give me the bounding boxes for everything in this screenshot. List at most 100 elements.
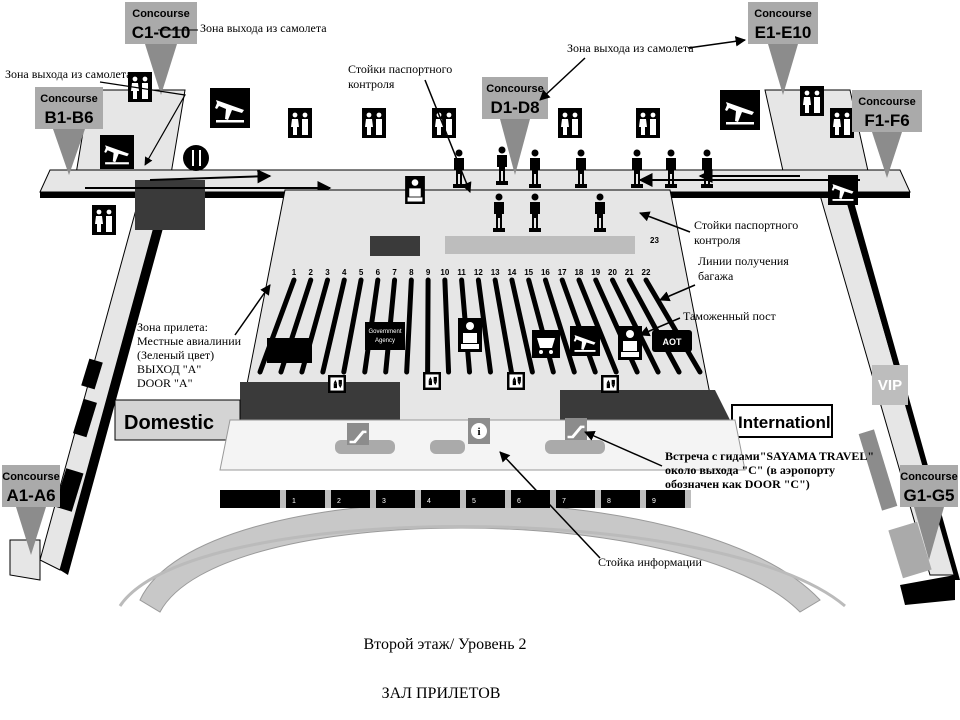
airplane-arrival-icon xyxy=(720,90,760,130)
concourse-b-label: B1-B6 xyxy=(44,108,93,127)
baggage-belt-number: 4 xyxy=(342,268,347,277)
domestic-label: Domestic xyxy=(124,412,214,434)
baggage-belt xyxy=(492,277,514,375)
door-marker xyxy=(685,490,691,508)
baggage-belt-number: 5 xyxy=(359,268,364,277)
baggage-belt xyxy=(509,277,535,375)
hall-caption: ЗАЛ ПРИЛЕТОВ xyxy=(382,685,501,702)
baggage-lines-label: багажа xyxy=(698,269,734,283)
airplane-arrival-icon xyxy=(100,135,134,169)
concourse-a-pin: Concourse A1-A6 xyxy=(2,465,60,555)
concourse-word: Concourse xyxy=(754,8,811,20)
baggage-belt-number: 15 xyxy=(524,268,533,277)
baggage-lines-label: Линии получения xyxy=(698,254,789,268)
concourse-g-pin: Concourse G1-G5 xyxy=(900,465,958,560)
baggage-belt-number: 3 xyxy=(325,268,330,277)
concourse-c-pin: Concourse C1-C10 xyxy=(125,2,197,95)
passport-officer-icon xyxy=(405,176,425,204)
government-agency: Government Agency xyxy=(365,322,405,350)
aot-counter: AOT xyxy=(652,330,692,352)
vip-lounge: VIP xyxy=(872,365,908,405)
domestic-arrival-label: (Зеленый цвет) xyxy=(137,348,214,362)
baggage-belt-number: 23 xyxy=(650,236,659,245)
baggage-belt-number: 11 xyxy=(457,268,466,277)
escalator-icon xyxy=(347,423,369,445)
door-number: 4 xyxy=(427,498,431,505)
door-marker xyxy=(415,490,421,508)
elevator-icon xyxy=(601,375,619,393)
concourse-word: Concourse xyxy=(40,93,97,105)
door-number: 7 xyxy=(562,498,566,505)
baggage-belt xyxy=(643,277,703,375)
domestic-arrival-label: DOOR "A" xyxy=(137,376,193,390)
restroom-icon xyxy=(830,108,854,138)
meeting-label: обозначен как DOOR "C") xyxy=(665,477,810,491)
passport-control-label: контроля xyxy=(348,77,395,91)
baggage-belt-number: 8 xyxy=(409,268,414,277)
customs-officer-icon xyxy=(618,326,642,360)
elevator-icon xyxy=(328,375,346,393)
elevator-icon xyxy=(507,372,525,390)
concourse-d-pin: Concourse D1-D8 xyxy=(482,77,548,175)
concourse-word: Concourse xyxy=(486,83,543,95)
door-number: 2 xyxy=(337,498,341,505)
access-road-lower xyxy=(118,525,846,608)
restroom-icon xyxy=(636,108,660,138)
baggage-belt-number: 2 xyxy=(309,268,314,277)
door-number: 3 xyxy=(382,498,386,505)
door-marker xyxy=(550,490,556,508)
door-marker xyxy=(595,490,601,508)
vip-label: VIP xyxy=(878,377,902,394)
luggage-cart-icon xyxy=(532,330,560,358)
concourse-f-label: F1-F6 xyxy=(864,111,909,130)
baggage-belt-number: 18 xyxy=(574,268,583,277)
door-marker xyxy=(280,490,286,508)
concourse-a-label: A1-A6 xyxy=(6,486,55,505)
baggage-belt xyxy=(320,277,347,375)
door-marker xyxy=(505,490,511,508)
airplane-arrival-icon xyxy=(570,326,600,356)
baggage-belt-number: 10 xyxy=(440,268,449,277)
left-pier xyxy=(9,194,168,581)
airplane-arrival-icon xyxy=(210,88,250,128)
baggage-belt-number: 7 xyxy=(392,268,397,277)
government-label: Government xyxy=(368,329,401,335)
door-number: 9 xyxy=(652,498,656,505)
restroom-icon xyxy=(800,86,824,116)
door-number: 6 xyxy=(517,498,521,505)
passport-control-label: контроля xyxy=(694,233,741,247)
concourse-word: Concourse xyxy=(2,471,59,483)
door-marker xyxy=(640,490,646,508)
aot-label: AOT xyxy=(663,337,683,347)
restroom-icon xyxy=(288,108,312,138)
door-number: 5 xyxy=(472,498,476,505)
customs-label: Таможенный пост xyxy=(683,309,776,323)
baggage-belt-number: 16 xyxy=(541,268,550,277)
meeting-label: около выхода "C" (в аэропорту xyxy=(665,463,835,477)
access-road xyxy=(139,502,821,613)
baggage-belt-number: 6 xyxy=(376,268,381,277)
restroom-icon xyxy=(362,108,386,138)
concourse-e-label: E1-E10 xyxy=(755,23,812,42)
door-marker xyxy=(370,490,376,508)
door-marker xyxy=(460,490,466,508)
baggage-belt-number: 1 xyxy=(292,268,297,277)
baggage-belt xyxy=(404,277,414,375)
baggage-belt xyxy=(475,277,493,375)
meeting-label: Встреча с гидами"SAYAMA TRAVEL" xyxy=(665,449,874,463)
door-number: 1 xyxy=(292,498,296,505)
baggage-belt xyxy=(626,277,682,375)
level-caption: Второй этаж/ Уровень 2 xyxy=(363,636,526,653)
baggage-belt-number: 12 xyxy=(474,268,483,277)
escalator-icon xyxy=(565,418,587,440)
passport-control-label: Стойки паспортного xyxy=(348,62,452,76)
concourse-b-pin: Concourse B1-B6 xyxy=(35,87,103,175)
international-label: Internationl xyxy=(738,413,831,432)
restroom-icon xyxy=(432,108,456,138)
passport-control-label: Стойки паспортного xyxy=(694,218,798,232)
baggage-belt-number: 17 xyxy=(558,268,567,277)
concourse-c-label: C1-C10 xyxy=(132,23,191,42)
door-number: 8 xyxy=(607,498,611,505)
door-number: 10 xyxy=(697,498,705,505)
door-strip: 1 2 3 4 5 6 7 8 9 10 xyxy=(220,490,705,508)
